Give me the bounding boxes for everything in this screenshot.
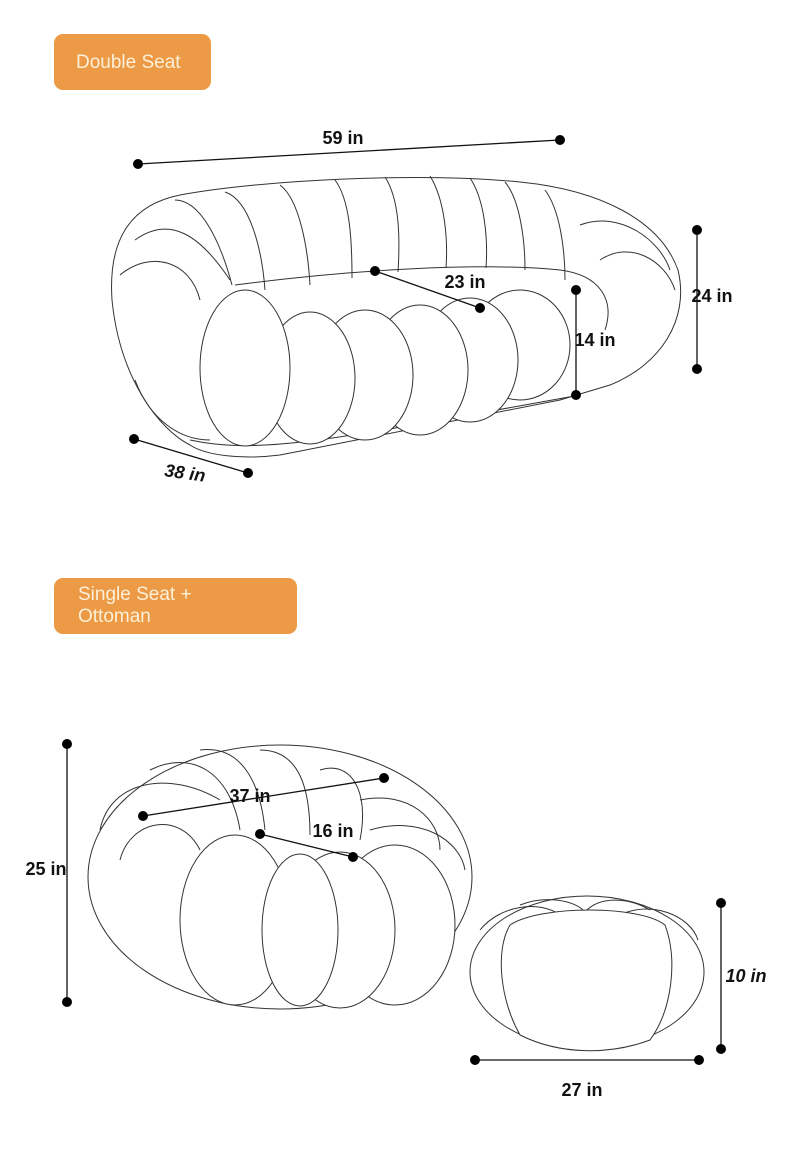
chair-width-label: 37 in xyxy=(229,786,270,806)
single-seat-ottoman-badge: Single Seat + Ottoman xyxy=(54,578,297,634)
double-sofa-illustration xyxy=(111,175,682,458)
depth-label: 38 in xyxy=(163,460,206,486)
chair-height-label: 25 in xyxy=(25,859,66,879)
badge-line-1: Single Seat + xyxy=(78,584,192,605)
double-seat-badge: Double Seat xyxy=(54,34,211,90)
ottoman-height-label: 10 in xyxy=(725,966,766,986)
single-chair-illustration xyxy=(87,744,473,1010)
single-chair-dimensions: 25 in 37 in 16 in 10 in 27 in xyxy=(25,739,767,1100)
height-label: 24 in xyxy=(691,286,732,306)
seat-height-label: 14 in xyxy=(574,330,615,350)
double-sofa-dimensions: 59 in 23 in 24 in 14 in 38 in xyxy=(129,128,733,486)
seat-depth-label: 23 in xyxy=(444,272,485,292)
ottoman-illustration xyxy=(469,895,705,1052)
chair-seat-depth-label: 16 in xyxy=(312,821,353,841)
width-label: 59 in xyxy=(322,128,363,148)
ottoman-width-label: 27 in xyxy=(561,1080,602,1100)
badge-line-2: Ottoman xyxy=(78,606,151,627)
